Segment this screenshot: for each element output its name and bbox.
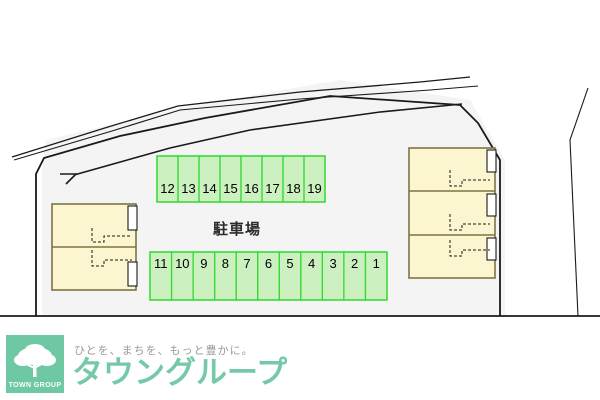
footer-branding-bar: TOWN GROUP ひとを、まちを、もっと豊かに。 タウングループ bbox=[0, 330, 600, 400]
left-unit-1-entry-path bbox=[91, 228, 132, 243]
road-line-boundary bbox=[73, 103, 463, 176]
road-corner-left bbox=[60, 173, 78, 185]
tree-icon bbox=[14, 344, 56, 377]
parking-row-bottom-row bbox=[149, 251, 388, 301]
parking-lot-label: 駐車場 bbox=[213, 221, 262, 238]
town-group-logo-badge: TOWN GROUP bbox=[6, 335, 64, 393]
brand-name: タウングループ bbox=[72, 355, 288, 391]
site-plan-drawing bbox=[0, 76, 600, 317]
right-building bbox=[408, 147, 497, 279]
site-boundary-outline bbox=[35, 95, 501, 316]
left-building bbox=[51, 203, 138, 291]
brand-tagline: ひとを、まちを、もっと豊かに。 bbox=[74, 344, 254, 357]
right-unit-3-entry-path bbox=[449, 240, 490, 257]
right-building-outline bbox=[408, 147, 496, 279]
road-line-inner bbox=[13, 85, 479, 161]
left-building-notch-upper bbox=[127, 205, 138, 231]
right-building-notch-2 bbox=[486, 193, 497, 217]
road-line-outer bbox=[11, 76, 471, 158]
right-building-notch-1 bbox=[486, 149, 497, 173]
logo-badge-text: TOWN GROUP bbox=[8, 382, 62, 389]
parking-stall-19[interactable] bbox=[303, 155, 326, 203]
parking-stalls-layer bbox=[149, 155, 388, 301]
parking-stall-1[interactable] bbox=[364, 251, 388, 301]
right-building-notch-3 bbox=[486, 237, 497, 261]
right-unit-1-entry-path bbox=[449, 170, 490, 187]
right-neighbour-boundary bbox=[569, 87, 589, 317]
left-building-notch-lower bbox=[127, 261, 138, 287]
left-unit-2-entry-path bbox=[91, 250, 132, 267]
right-unit-2-entry-path bbox=[449, 214, 490, 231]
